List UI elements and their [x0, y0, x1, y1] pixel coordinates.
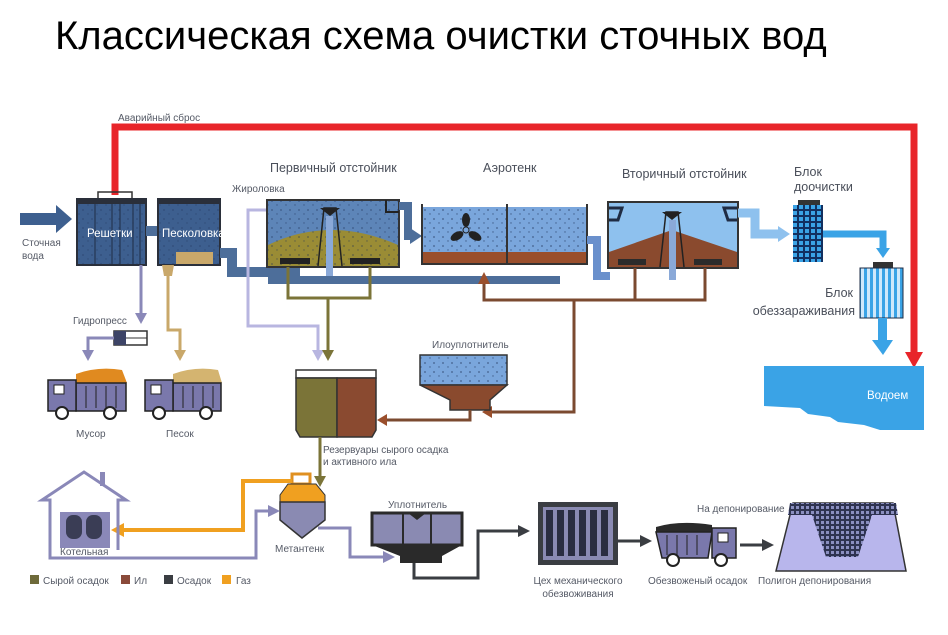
post-treatment-label-1: Блок — [794, 165, 822, 179]
screens-label: Решетки — [87, 228, 133, 240]
legend-label-active-sludge: Ил — [134, 576, 147, 587]
disinfection-label-1: Блок — [825, 286, 853, 300]
sludge-thickener-label: Илоуплотнитель — [432, 340, 509, 351]
garbage-label: Мусор — [76, 429, 106, 440]
disinfection-label-2: обеззараживания — [753, 304, 855, 318]
boiler-house-label: Котельная — [60, 547, 108, 558]
arrow-down-icon — [314, 476, 326, 487]
wastewater-label-1: Сточная — [22, 238, 61, 249]
water-body-label: Водоем — [867, 390, 908, 402]
to-deposit-label: На депонирование — [697, 504, 785, 515]
emergency-discharge-label: Аварийный сброс — [118, 112, 200, 124]
sand-trap-unit — [157, 198, 221, 276]
legend-label-sediment: Осадок — [177, 576, 212, 587]
boiler-house-icon — [37, 470, 131, 550]
post-treatment-label-2: доочистки — [794, 180, 853, 194]
aerator-propeller-icon — [450, 213, 482, 241]
water-body — [764, 366, 924, 430]
sand-truck-icon — [144, 368, 222, 420]
post-treatment-unit — [793, 200, 823, 262]
landfill-label: Полигон депонирования — [758, 576, 871, 587]
reservoirs-label-1: Резервуары сырого осадка — [323, 445, 449, 456]
primary-clarifier-label: Первичный отстойник — [270, 161, 397, 175]
mech-dewatering-label-1: Цех механического — [533, 576, 623, 587]
mech-dewatering-label-2: обезвоживания — [542, 588, 613, 600]
reservoirs-label-2: и активного ила — [323, 457, 397, 468]
methane-tank-unit — [279, 472, 326, 539]
legend-label-gas: Газ — [236, 576, 251, 587]
legend-swatch-raw-sludge — [30, 575, 39, 584]
sludge-thickener-unit — [419, 354, 509, 411]
screens-unit — [76, 191, 147, 266]
sand-trap-label: Песколовка — [162, 228, 225, 240]
secondary-clarifier-label: Вторичный отстойник — [622, 167, 747, 181]
arrow-down-icon — [905, 352, 923, 368]
arrow-down-icon — [312, 350, 324, 361]
arrow-up-icon — [478, 272, 490, 284]
grease-trap-label: Жироловка — [232, 184, 285, 195]
arrow-down-icon — [872, 340, 893, 355]
hydropress-label: Гидропресс — [73, 316, 127, 327]
disinfection-unit — [859, 262, 904, 319]
secondary-clarifier-unit — [607, 201, 739, 280]
arrow-left-icon — [377, 414, 387, 426]
thickener-unit — [370, 511, 464, 563]
mechanical-dewatering-unit — [538, 502, 618, 565]
inflow-arrow-icon — [20, 205, 72, 233]
dewatered-sludge-label: Обезвоженый осадок — [648, 575, 748, 587]
primary-clarifier-unit — [266, 199, 400, 276]
legend-swatch-sediment — [164, 575, 173, 584]
emergency-discharge-line — [111, 123, 923, 368]
wastewater-label-2: вода — [22, 251, 44, 262]
methane-tank-label: Метантенк — [275, 544, 325, 555]
legend-swatch-gas — [222, 575, 231, 584]
landfill-unit — [775, 502, 907, 572]
hydropress-unit — [113, 330, 148, 346]
arrow-down-icon — [322, 350, 334, 361]
legend: Сырой осадок Ил Осадок Газ — [30, 575, 251, 587]
legend-label-raw-sludge: Сырой осадок — [43, 576, 109, 587]
page-title: Классическая схема очистки сточных вод — [55, 14, 827, 58]
aerotank-unit — [421, 204, 588, 265]
garbage-truck-icon — [47, 368, 127, 420]
sand-label: Песок — [166, 429, 194, 440]
thickener-label: Уплотнитель — [388, 500, 447, 511]
legend-swatch-active-sludge — [121, 575, 130, 584]
aerotank-label: Аэротенк — [483, 161, 537, 175]
sludge-truck-icon — [655, 522, 737, 567]
raw-sludge-reservoirs — [295, 369, 377, 438]
